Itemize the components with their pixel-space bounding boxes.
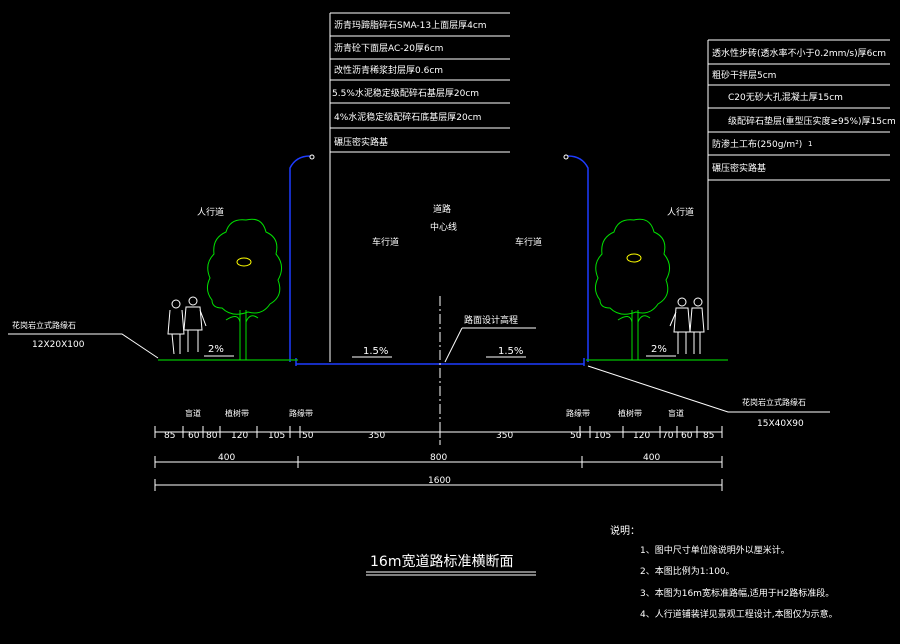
design-elevation-leader	[444, 327, 536, 363]
sidewalk-layer-6: 碾压密实路基	[712, 162, 766, 174]
center-line-label: 中心线	[430, 221, 457, 233]
dim-6: 50	[302, 431, 314, 441]
slope-right-walk: 2%	[651, 344, 667, 355]
dim-1: 85	[164, 431, 175, 441]
slope-left-walk: 2%	[208, 344, 224, 355]
dim-11: 120	[633, 431, 650, 441]
footnote-marker: 1	[808, 140, 812, 148]
right-curb-name: 花岗岩立式路缘石	[742, 397, 806, 407]
pavement-layer-4: 5.5%水泥稳定级配碎石基层厚20cm	[332, 87, 479, 99]
right-lamp-post	[567, 155, 589, 362]
tree-right-icon	[594, 218, 670, 360]
zone-left-tree: 植树带	[225, 408, 249, 418]
note-3: 3、本图为16m宽标准路幅,适用于H2路标准段。	[640, 587, 834, 599]
left-curb-leader	[8, 333, 159, 359]
zone-left-curb: 路缘带	[289, 408, 313, 418]
left-curb-size: 12X20X100	[32, 340, 85, 350]
pavement-layer-1: 沥青玛蹄脂碎石SMA-13上面层厚4cm	[334, 19, 487, 31]
zone-right-curb: 路缘带	[566, 408, 590, 418]
note-4: 4、人行道铺装详见景观工程设计,本图仅为示意。	[640, 608, 838, 620]
sidewalk-label-right: 人行道	[667, 206, 694, 218]
dimension-row-2	[154, 456, 723, 468]
right-curb-size: 15X40X90	[757, 419, 804, 429]
pavement-layer-table	[329, 12, 510, 362]
dim-4: 120	[231, 431, 248, 441]
slope-right-lane: 1.5%	[498, 346, 523, 357]
dim-8: 350	[496, 431, 513, 441]
zone-right-blind: 盲道	[668, 408, 684, 418]
dimension-row-3	[154, 479, 723, 491]
note-2: 2、本图比例为1:100。	[640, 565, 735, 577]
drawing-title: 16m宽道路标准横断面	[370, 553, 513, 570]
dim-5: 105	[268, 431, 285, 441]
left-lamp-post	[289, 155, 311, 362]
dim-3: 80	[206, 431, 218, 441]
zone-right-tree: 植树带	[618, 408, 642, 418]
left-curb-name: 花岗岩立式路缘石	[12, 320, 76, 330]
road-label: 道路	[433, 203, 451, 215]
dim-row2-left: 400	[218, 453, 235, 463]
sidewalk-layer-4: 级配碎石垫层(重型压实度≥95%)厚15cm	[728, 115, 896, 127]
sidewalk-layer-table	[707, 39, 890, 330]
dim-row2-right: 400	[643, 453, 660, 463]
left-lamp-head-icon	[309, 154, 315, 160]
sidewalk-layer-5: 防渗土工布(250g/m²)	[712, 138, 802, 150]
sidewalk-layer-1: 透水性步砖(透水率不小于0.2mm/s)厚6cm	[712, 47, 886, 59]
zone-left-blind: 盲道	[185, 408, 201, 418]
pavement-layer-3: 改性沥青稀浆封层厚0.6cm	[334, 64, 443, 76]
notes-heading: 说明：	[610, 524, 640, 537]
sidewalk-layer-3: C20无砂大孔混凝土厚15cm	[728, 91, 843, 103]
dim-12: 70	[662, 431, 674, 441]
tree-left-icon	[206, 218, 282, 360]
dim-9: 50	[570, 431, 582, 441]
design-elevation-label: 路面设计高程	[464, 314, 518, 326]
pavement-layer-2: 沥青砼下面层AC-20厚6cm	[334, 42, 443, 54]
dim-14: 85	[703, 431, 714, 441]
dim-7: 350	[368, 431, 385, 441]
dim-10: 105	[594, 431, 611, 441]
note-1: 1、图中尺寸单位除说明外以厘米计。	[640, 544, 790, 556]
right-lamp-head-icon	[563, 154, 569, 160]
dimension-row-1	[154, 426, 723, 438]
slope-left-lane: 1.5%	[363, 346, 388, 357]
dim-13: 60	[681, 431, 693, 441]
right-curb-leader	[587, 365, 830, 413]
lane-label-right: 车行道	[515, 236, 542, 248]
dim-row3-total: 1600	[428, 476, 451, 486]
dim-2: 60	[188, 431, 200, 441]
sidewalk-layer-2: 粗砂干拌层5cm	[712, 69, 776, 81]
pavement-layer-6: 碾压密实路基	[334, 136, 388, 148]
road-structure	[289, 155, 589, 366]
pavement-layer-5: 4%水泥稳定级配碎石底基层厚20cm	[334, 111, 481, 123]
lane-label-left: 车行道	[372, 236, 399, 248]
pedestrians-right-icon	[669, 297, 705, 354]
sidewalk-label-left: 人行道	[197, 206, 224, 218]
pedestrians-left-icon	[167, 296, 207, 355]
dim-row2-center: 800	[430, 453, 447, 463]
